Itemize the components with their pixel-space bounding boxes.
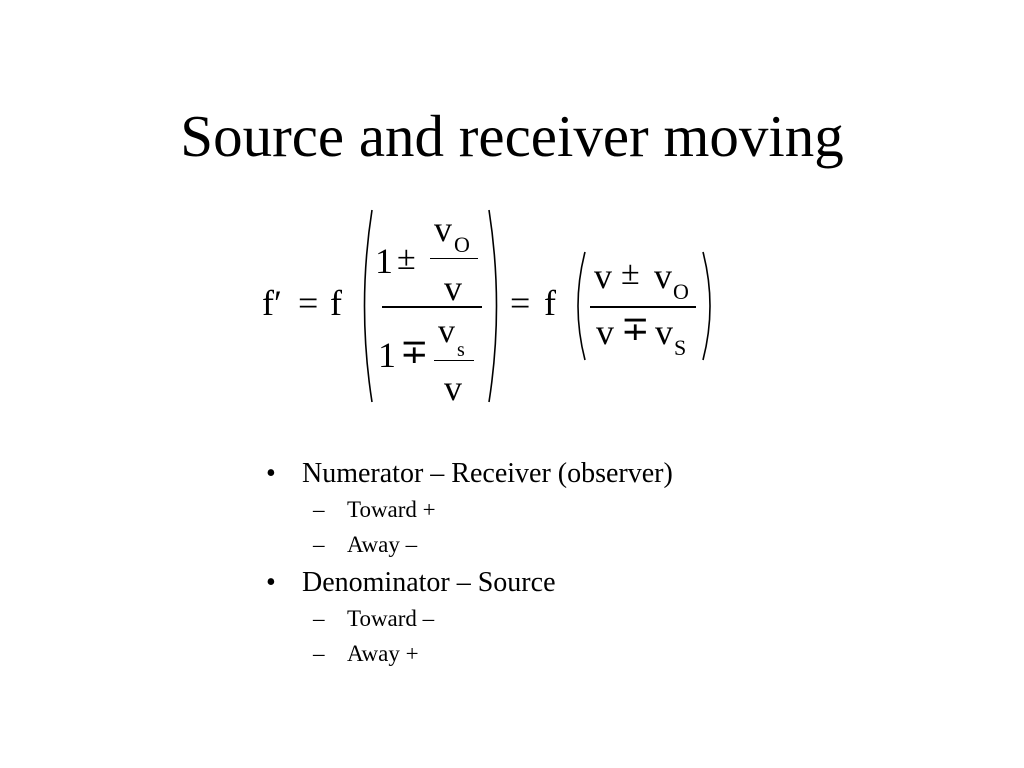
eq-small-right-paren bbox=[702, 251, 711, 361]
eq-sub-o-num: O bbox=[673, 279, 689, 304]
sub-bullet-text: Toward + bbox=[347, 497, 436, 522]
bullet-marker: • bbox=[266, 458, 276, 489]
sub-bullet-text: Toward – bbox=[347, 606, 435, 631]
eq-small-left-paren bbox=[577, 251, 586, 361]
eq-main-fraction-bar bbox=[382, 306, 482, 308]
eq-vs-den: v bbox=[655, 312, 673, 352]
eq-fraction-bar-right bbox=[590, 306, 696, 308]
eq-vo-num: v bbox=[654, 256, 672, 296]
eq-sub-s-den: S bbox=[674, 335, 687, 360]
eq-big-right-paren bbox=[488, 209, 498, 403]
slide-title: Source and receiver moving bbox=[180, 103, 844, 169]
eq-vs-lower: v bbox=[438, 313, 455, 350]
eq-bar-small-upper bbox=[430, 258, 478, 259]
sub-bullet-marker: – bbox=[313, 606, 325, 631]
eq-plus-minus-upper: ± bbox=[397, 240, 416, 277]
sub-bullet-marker: – bbox=[313, 532, 325, 557]
bullet-text: Numerator – Receiver (observer) bbox=[302, 458, 673, 489]
eq-v-lower: v bbox=[444, 368, 462, 408]
eq-f-1: f bbox=[330, 283, 342, 323]
eq-minus-plus-lower: ∓ bbox=[400, 334, 429, 371]
eq-v-upper: v bbox=[444, 268, 462, 308]
eq-f-2: f bbox=[544, 283, 556, 323]
sub-bullet-marker: – bbox=[313, 497, 325, 522]
bullet-text: Denominator – Source bbox=[302, 567, 556, 598]
sub-bullet-marker: – bbox=[313, 641, 325, 666]
eq-bar-small-lower bbox=[434, 360, 474, 361]
eq-f-prime: f′ bbox=[262, 283, 282, 323]
eq-minus-plus-den: ∓ bbox=[621, 311, 650, 348]
sub-bullet-text: Away – bbox=[347, 532, 418, 557]
eq-sub-o-upper: O bbox=[454, 232, 470, 257]
bullet-marker: • bbox=[266, 567, 276, 598]
sub-bullet-text: Away + bbox=[347, 641, 419, 666]
eq-plus-minus-num: ± bbox=[621, 255, 640, 292]
eq-vo-upper: v bbox=[434, 209, 452, 249]
eq-v-num: v bbox=[594, 256, 612, 296]
eq-big-left-paren bbox=[363, 209, 373, 403]
eq-v-den: v bbox=[596, 312, 614, 352]
eq-one-lower: 1 bbox=[378, 335, 396, 375]
eq-sub-s-lower: s bbox=[457, 339, 465, 361]
eq-equals-2: = bbox=[510, 283, 531, 323]
eq-one-upper: 1 bbox=[375, 241, 393, 281]
eq-equals-1: = bbox=[298, 283, 319, 323]
